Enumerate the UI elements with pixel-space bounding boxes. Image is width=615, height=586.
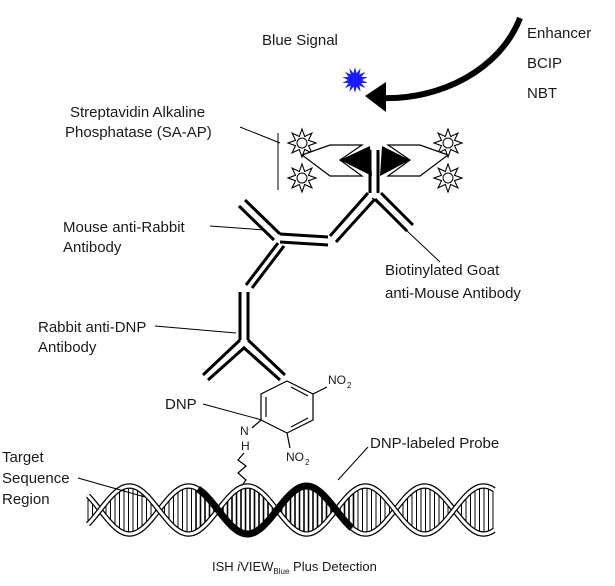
target-label-line1: Target (2, 449, 45, 466)
target-label-line3: Region (2, 491, 50, 508)
mouse-antibody-label-line1: Mouse anti-Rabbit (63, 219, 186, 236)
rabbit-antibody-label-line2: Antibody (38, 339, 97, 356)
nbt-label: NBT (527, 85, 557, 102)
target-leader (77, 477, 146, 498)
target-label-line2: Sequence (2, 470, 70, 487)
enzyme-sun-icon (432, 127, 464, 159)
linker-zigzag (237, 452, 247, 489)
dnp-probe-leader (337, 446, 369, 481)
dnp-label: DNP (165, 396, 197, 413)
biotin-left (340, 146, 372, 176)
reaction-arrowhead (365, 82, 386, 112)
reaction-arrow (381, 16, 523, 102)
rabbit-antibody-leader (154, 325, 237, 334)
enzyme-sun-icon (286, 127, 318, 159)
target-dna-helix (86, 482, 496, 538)
dnp-leader (202, 403, 263, 421)
blue-signal-star-icon (342, 67, 368, 93)
dnp-benzene-ring (251, 380, 328, 449)
dna-strand-b-core (86, 484, 495, 536)
amine-n: N (240, 424, 249, 438)
no2-top-subscript: 2 (347, 381, 352, 390)
enzyme-sun-icon (432, 162, 464, 194)
no2-bottom-subscript: 2 (305, 458, 310, 467)
dnp-probe-label: DNP-labeled Probe (370, 435, 499, 452)
no2-top: NO (328, 373, 346, 387)
goat-antibody-leader (371, 197, 441, 263)
biotinylated-goat-antibody (328, 150, 415, 244)
biotin-right (380, 146, 410, 176)
enhancer-label: Enhancer (527, 25, 591, 42)
amine-h: H (241, 439, 250, 453)
blue-signal-label: Blue Signal (262, 32, 338, 49)
goat-antibody-label-line1: Biotinylated Goat (385, 262, 500, 279)
rabbit-anti-dnp-antibody (201, 292, 287, 382)
goat-antibody-label-line2: anti-Mouse Antibody (385, 285, 521, 302)
rabbit-antibody-label-line1: Rabbit anti-DNP (38, 319, 146, 336)
no2-bottom: NO (286, 450, 304, 464)
bcip-label: BCIP (527, 55, 562, 72)
sa-ap-label-line2: Phosphatase (SA-AP) (65, 124, 212, 141)
dnp-labeled-probe-strand (195, 482, 355, 538)
sa-ap-label-line1: Streptavidin Alkaline (70, 104, 205, 121)
mouse-antibody-label-line2: Antibody (63, 239, 122, 256)
sa-ap-leader (239, 126, 281, 144)
mouse-antibody-leader (209, 225, 266, 231)
alkaline-phosphatase-enzyme-icons (286, 127, 464, 194)
mouse-anti-rabbit-antibody (237, 198, 329, 289)
enzyme-sun-icon (286, 162, 318, 194)
figure-caption: ISH iVIEWBlue Plus Detection (212, 559, 377, 576)
